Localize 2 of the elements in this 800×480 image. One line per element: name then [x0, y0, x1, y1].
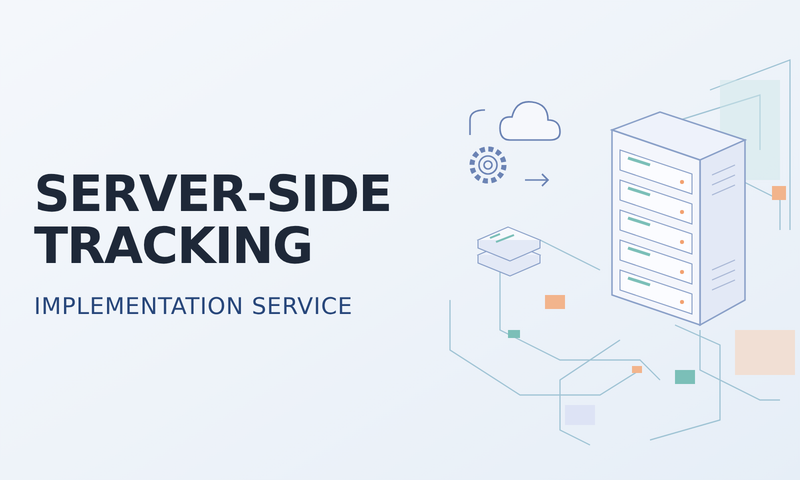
- subtitle: IMPLEMENTATION SERVICE: [34, 293, 354, 322]
- title: SERVER-SIDE TRACKING: [34, 168, 392, 272]
